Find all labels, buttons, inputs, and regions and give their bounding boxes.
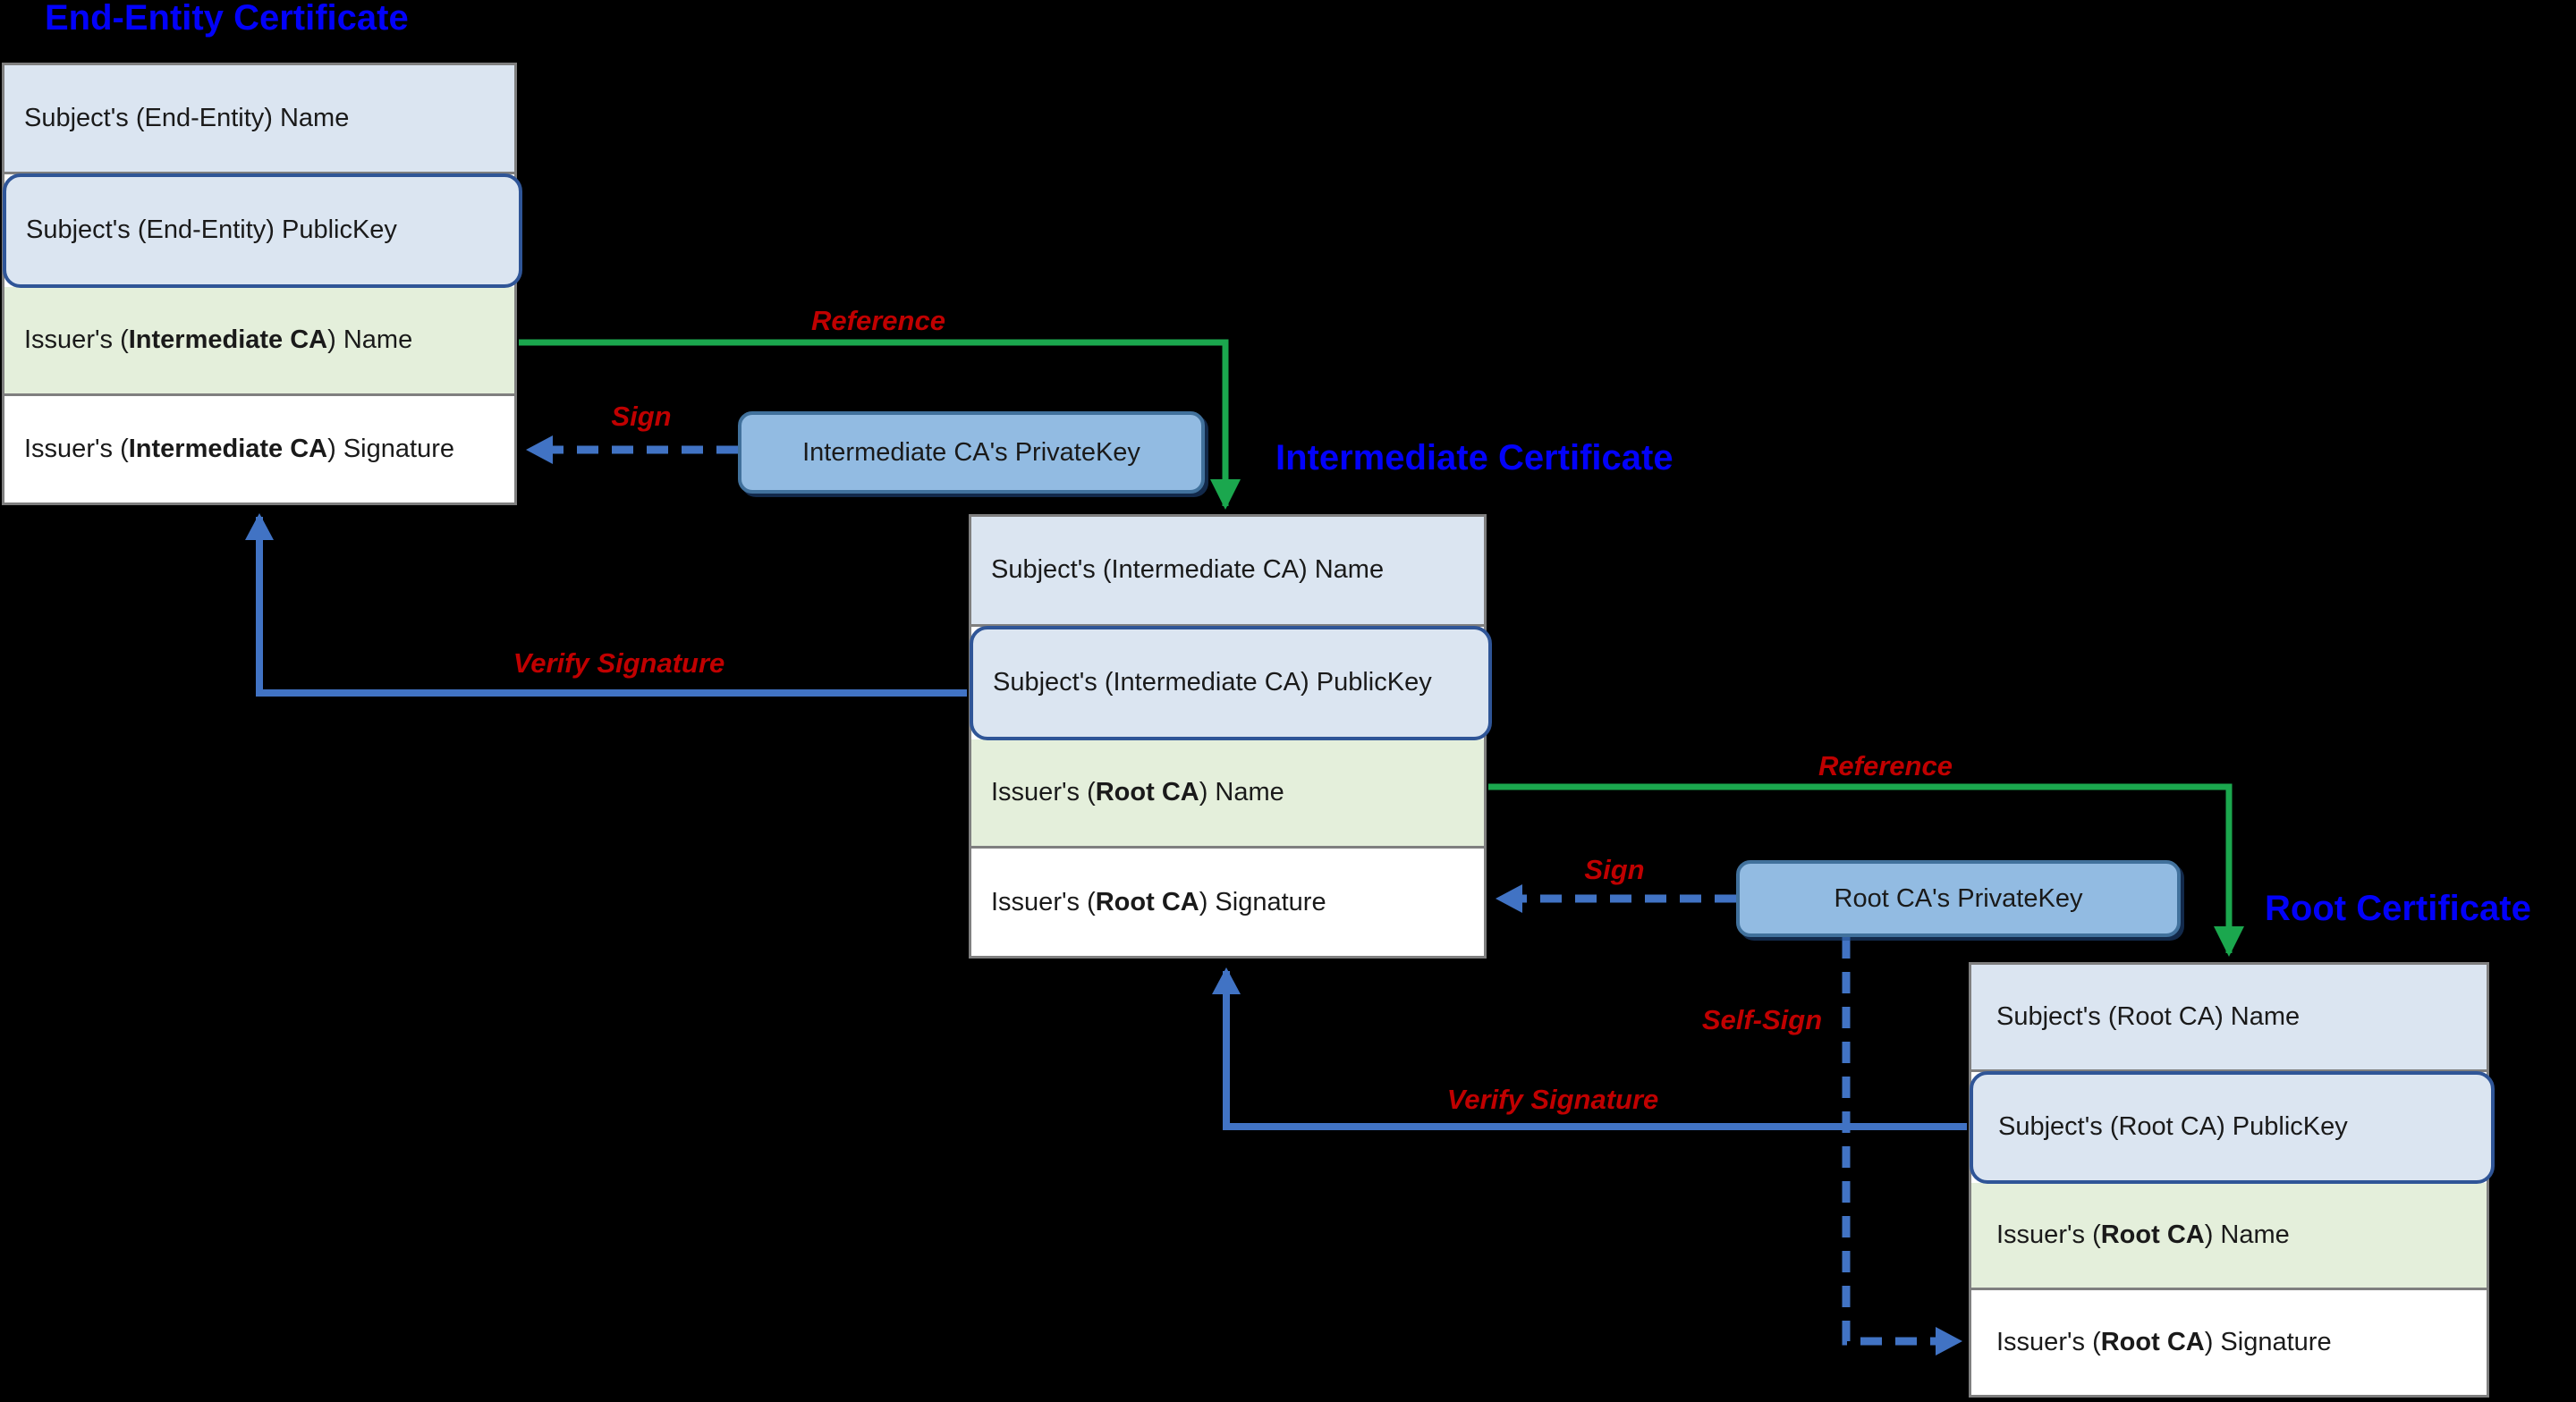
sign-label-1: Sign: [611, 401, 672, 432]
verify-signature-arrow-intermediate-to-ee: [245, 513, 967, 697]
end-entity-issuer-signature-row: Issuer's (Intermediate CA) Signature: [4, 395, 514, 503]
self-sign-arrow-root: [1842, 937, 1962, 1356]
end-entity-subject-name-row: Subject's (End-Entity) Name: [4, 65, 514, 175]
root-subject-name-row: Subject's (Root CA) Name: [1971, 965, 2487, 1073]
self-sign-label: Self-Sign: [1701, 1004, 1823, 1035]
intermediate-certificate-box: Subject's (Intermediate CA) Name Subject…: [969, 514, 1492, 959]
end-entity-subject-publickey-row: Subject's (End-Entity) PublicKey: [3, 173, 522, 288]
root-certificate-box: Subject's (Root CA) Name Subject's (Root…: [1969, 962, 2495, 1398]
reference-label-1: Reference: [811, 305, 945, 336]
root-ca-privatekey-box: Root CA's PrivateKey: [1736, 860, 2181, 937]
reference-label-2: Reference: [1818, 750, 1953, 781]
root-subject-publickey-row: Subject's (Root CA) PublicKey: [1970, 1071, 2495, 1184]
intermediate-issuer-name-row: Issuer's (Root CA) Name: [971, 739, 1484, 849]
intermediate-issuer-signature-row: Issuer's (Root CA) Signature: [971, 849, 1484, 956]
verify-signature-arrow-root-to-intermediate: [1212, 967, 1967, 1130]
root-issuer-signature-row: Issuer's (Root CA) Signature: [1971, 1289, 2487, 1395]
intermediate-certificate-title: Intermediate Certificate: [1275, 438, 1674, 477]
intermediate-subject-name-row: Subject's (Intermediate CA) Name: [971, 517, 1484, 627]
intermediate-subject-publickey-row: Subject's (Intermediate CA) PublicKey: [970, 625, 1492, 740]
sign-label-2: Sign: [1584, 854, 1645, 885]
verify-signature-label-2: Verify Signature: [1446, 1084, 1659, 1115]
end-entity-certificate-box: Subject's (End-Entity) Name Subject's (E…: [2, 63, 522, 505]
verify-signature-label-1: Verify Signature: [513, 647, 725, 679]
end-entity-issuer-name-row: Issuer's (Intermediate CA) Name: [4, 286, 514, 396]
root-certificate-title: Root Certificate: [2265, 889, 2531, 928]
root-issuer-name-row: Issuer's (Root CA) Name: [1971, 1182, 2487, 1290]
intermediate-ca-privatekey-box: Intermediate CA's PrivateKey: [738, 411, 1205, 494]
end-entity-certificate-title: End-Entity Certificate: [45, 0, 409, 38]
reference-arrow-ee-to-intermediate: [519, 339, 1241, 510]
reference-arrow-intermediate-to-root: [1488, 783, 2244, 957]
